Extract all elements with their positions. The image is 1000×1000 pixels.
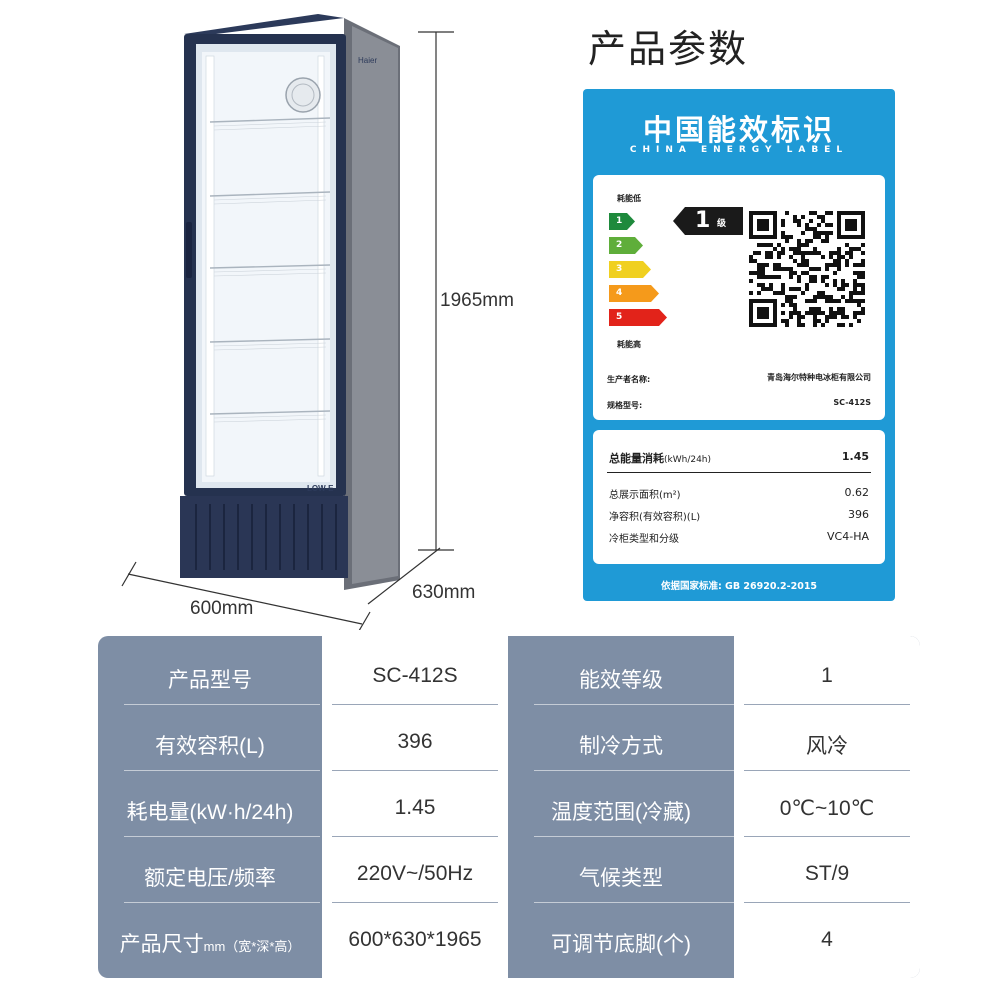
spec-cell-v1-row-2: 396 <box>397 730 433 753</box>
shelf-3 <box>209 264 331 269</box>
fridge-shelves <box>209 117 331 415</box>
shelf-2 <box>209 191 331 197</box>
fridge-base <box>180 496 348 578</box>
shelf-1 <box>209 117 331 123</box>
energy-label-grade-panel: 耗能低 1 2 3 4 5 耗能高 1 级 生产者名称: 青岛海尔特种电冰柜有限公司 规… <box>593 175 885 420</box>
model-value: SC-412S <box>833 398 871 407</box>
energy-label-footer: 依据国家标准: GB 26920.2-2015 <box>660 581 818 592</box>
grade-unit: 级 <box>717 219 727 229</box>
spec-row-divider <box>534 704 734 705</box>
spec-cell-v1-row-3: 1.45 <box>394 796 436 819</box>
spec-col-values-left <box>322 636 508 978</box>
fridge-top-rim <box>184 14 344 36</box>
shelf-grilles <box>213 121 327 423</box>
lowe-badge: LOW-E <box>307 484 334 493</box>
energy-label: 中国能效标识 CHINA ENERGY LABEL 耗能低 1 2 3 4 5 耗能高 … <box>583 89 895 601</box>
type-key: 冷柜类型和分级 <box>609 534 679 545</box>
spec-row-divider <box>534 836 734 837</box>
spec-cell-v2-row-1: 1 <box>821 664 833 687</box>
volume-key: 净容积(有效容积)(L) <box>609 512 701 523</box>
spec-row-divider <box>744 902 910 903</box>
spec-row-divider <box>744 770 910 771</box>
spec-key-suffix: mm（宽*深*高） <box>203 939 301 954</box>
spec-row-divider <box>332 770 498 771</box>
manufacturer-value: 青岛海尔特种电冰柜有限公司 <box>767 373 871 382</box>
shelf-4 <box>209 338 331 343</box>
volume-value: 396 <box>848 508 869 521</box>
spec-row-divider <box>534 770 734 771</box>
spec-cell-v2-row-4: ST/9 <box>804 862 850 885</box>
spec-cell-k2-row-2: 制冷方式 <box>579 735 663 758</box>
depth-dim-line <box>367 547 441 605</box>
spec-row-divider <box>332 836 498 837</box>
spec-cell-k1-row-4: 额定电压/频率 <box>144 867 276 890</box>
energy-grade-bar-2: 2 <box>609 237 643 254</box>
page-title: 产品参数 <box>588 27 749 71</box>
spec-cell-v1-row-5: 600*630*1965 <box>348 928 482 951</box>
consumption-value: 1.45 <box>841 450 869 463</box>
spec-row-divider <box>744 704 910 705</box>
spec-cell-k2-row-1: 能效等级 <box>579 669 663 692</box>
spec-cell-k1-row-5: 产品尺寸mm（宽*深*高） <box>98 928 322 958</box>
spec-table: 产品型号 SC-412S 能效等级 1 有效容积(L) 396 制冷方式 风冷耗电量(kW·h… <box>98 636 920 978</box>
energy-grade-bar-4: 4 <box>609 285 659 302</box>
energy-label-title: 中国能效标识 <box>642 113 835 147</box>
scale-high-label: 耗能高 <box>617 340 641 349</box>
spec-cell-k1-row-1: 产品型号 <box>168 669 252 692</box>
spec-row-divider <box>124 704 320 705</box>
spec-cell-v1-row-1: SC-412S <box>372 664 458 687</box>
width-dim-line <box>127 573 363 625</box>
energy-grade-bar-1: 1 <box>609 213 635 230</box>
manufacturer-key: 生产者名称: <box>607 375 651 384</box>
depth-dimension: 630mm <box>412 582 476 603</box>
spec-cell-v2-row-3: 0℃~10℃ <box>779 797 875 820</box>
spec-cell-v2-row-5: 4 <box>821 928 833 951</box>
display-area-value: 0.62 <box>844 486 870 499</box>
consumption-divider <box>607 472 871 473</box>
energy-grade-bar-5: 5 <box>609 309 667 326</box>
spec-row-divider <box>332 902 498 903</box>
spec-cell-k1-row-2: 有效容积(L) <box>155 735 265 758</box>
fridge-drawing <box>121 14 454 630</box>
height-dimension: 1965mm <box>440 290 514 311</box>
current-grade: 1 <box>695 208 711 233</box>
fridge-side-highlight <box>352 26 398 584</box>
spec-cell-k1-row-3: 耗电量(kW·h/24h) <box>126 801 294 824</box>
spec-row-divider <box>332 704 498 705</box>
spec-row-divider <box>534 902 734 903</box>
width-dimension: 600mm <box>190 598 254 619</box>
shelf-5 <box>209 410 331 415</box>
energy-label-data-panel: 总能量消耗(kWh/24h) 1.45 总展示面积(m²) 0.62 净容积(有… <box>593 430 885 564</box>
spec-row-divider <box>124 902 320 903</box>
spec-cell-k2-row-4: 气候类型 <box>579 867 663 890</box>
spec-row-divider <box>744 836 910 837</box>
energy-label-subtitle: CHINA ENERGY LABEL <box>629 145 849 155</box>
scale-low-label: 耗能低 <box>617 194 641 203</box>
fridge-handle <box>186 222 192 278</box>
base-grille-slats <box>195 504 337 570</box>
spec-key-main: 产品尺寸 <box>119 933 204 956</box>
spec-cell-k2-row-5: 可调节底脚(个) <box>551 933 691 956</box>
energy-grade-bar-3: 3 <box>609 261 651 278</box>
type-value: VC4-HA <box>827 530 869 543</box>
spec-cell-v1-row-4: 220V~/50Hz <box>356 862 474 885</box>
spec-cell-v2-row-2: 风冷 <box>806 735 848 758</box>
model-key: 规格型号: <box>607 401 643 410</box>
consumption-key: 总能量消耗(kWh/24h) <box>609 452 712 465</box>
spec-cell-k2-row-3: 温度范围(冷藏) <box>551 801 691 824</box>
spec-row-divider <box>124 770 320 771</box>
current-grade-indicator: 1 级 <box>673 207 743 235</box>
spec-col-values-right <box>734 636 920 978</box>
fan-icon <box>285 77 321 113</box>
display-area-key: 总展示面积(m²) <box>609 490 681 501</box>
spec-row-divider <box>124 836 320 837</box>
fan-ring <box>291 83 315 107</box>
fridge-left-light <box>205 55 215 477</box>
brand-logo: Haier <box>358 56 378 65</box>
qr-code-icon <box>749 211 865 327</box>
